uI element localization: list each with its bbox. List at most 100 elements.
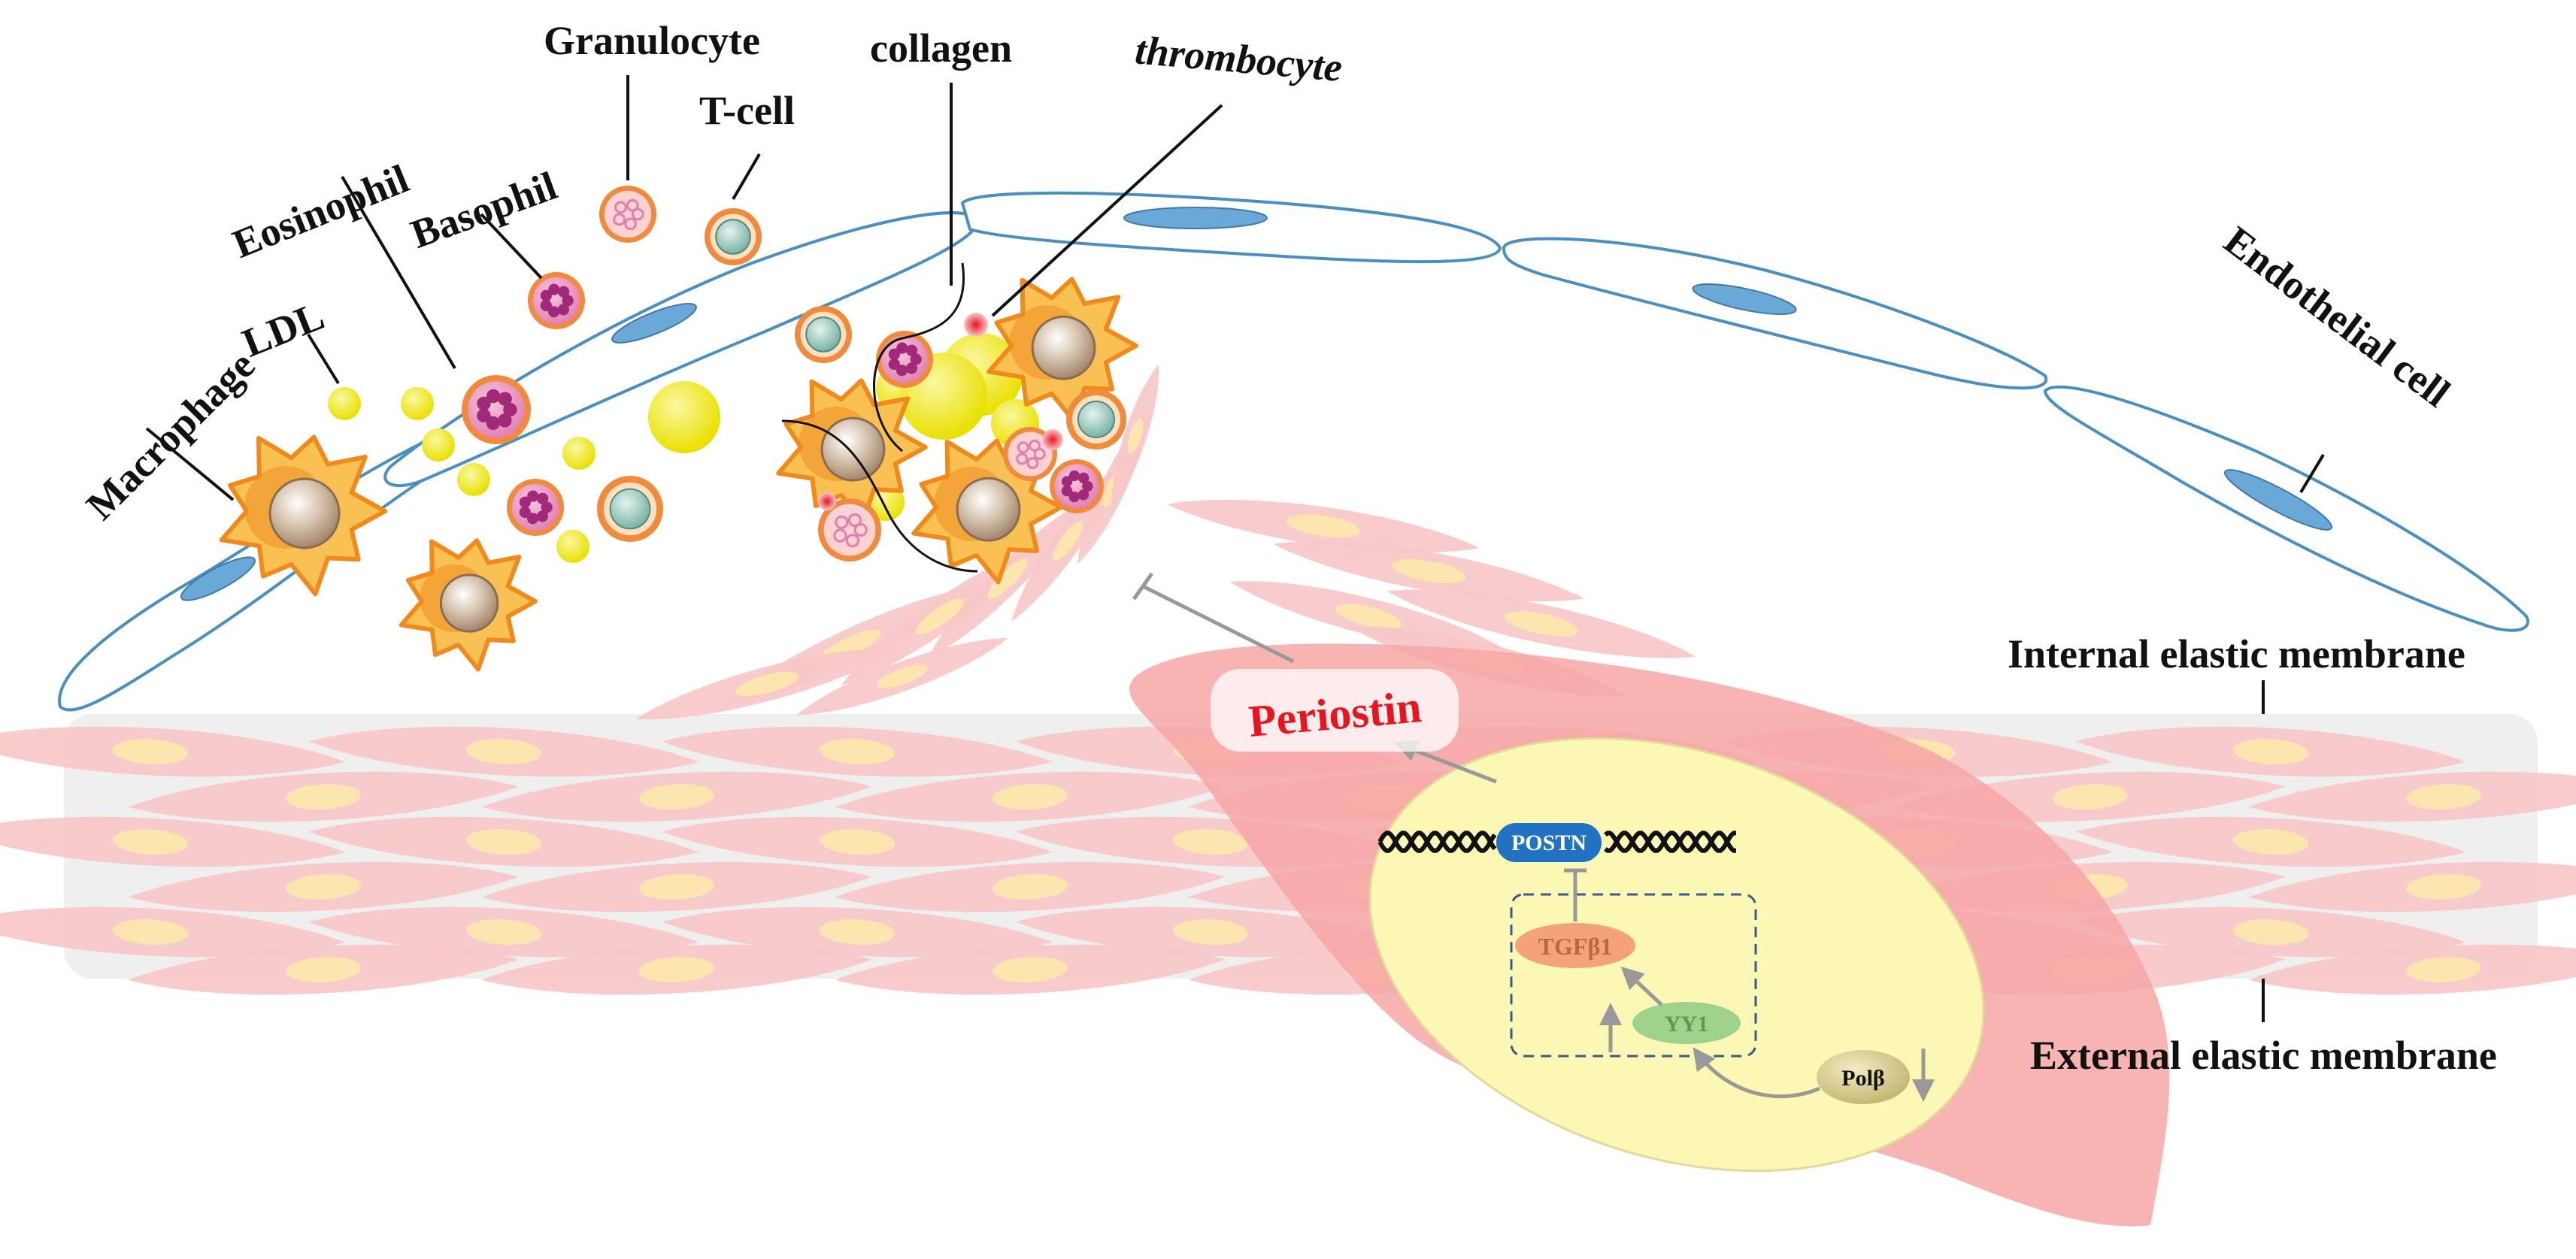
ldl-particle <box>648 381 720 453</box>
endothelial-nucleus <box>611 303 697 344</box>
polb-to-yy1-arrow <box>1693 1047 1821 1099</box>
smooth-muscle-cell <box>2248 861 2576 912</box>
granule <box>1077 489 1089 501</box>
thrombocyte-cell <box>818 492 836 510</box>
granulocyte-label: Granulocyte <box>544 18 760 63</box>
smooth-muscle-nucleus <box>466 919 541 945</box>
granule <box>541 501 553 513</box>
smooth-muscle-nucleus <box>286 784 361 810</box>
smooth-muscle-nucleus <box>639 874 714 900</box>
tgfb1-label: TGFβ1 <box>1538 933 1613 960</box>
eosinophil-cell <box>462 375 531 444</box>
macrophage-nucleus <box>439 574 499 633</box>
granulocyte-cell-cytoplasm <box>1008 431 1053 477</box>
granule <box>1033 448 1046 460</box>
smooth-muscle-nucleus <box>2233 739 2308 764</box>
smooth-muscle-nucleus <box>1286 514 1361 538</box>
smooth-muscle-cell <box>308 816 699 867</box>
endothelial-cell-2 <box>383 211 980 488</box>
granule <box>477 396 491 411</box>
granule <box>562 295 574 307</box>
smooth-muscle-cell <box>0 726 346 777</box>
smooth-muscle-cell <box>2248 944 2576 995</box>
smooth-muscle-cell <box>128 861 519 912</box>
macrophage-cell <box>986 277 1138 423</box>
smooth-muscle-cell <box>662 816 1053 867</box>
smooth-muscle-nucleus <box>113 829 188 855</box>
granule <box>548 283 560 295</box>
ldl-particle <box>328 387 361 420</box>
yy1-to-tgfb1-arrow <box>1620 966 1663 1006</box>
granule <box>833 528 847 543</box>
smooth-muscle-nucleus <box>286 957 361 982</box>
granule <box>557 304 570 316</box>
endothelial-nucleus <box>2224 469 2332 531</box>
granule <box>498 413 512 428</box>
smooth-muscle-cell <box>308 906 699 958</box>
smooth-muscle-nucleus <box>113 919 188 945</box>
smooth-muscle-nucleus <box>876 664 929 689</box>
granule <box>1061 476 1073 487</box>
endothelial-cell-label: Endothelial cell <box>2216 217 2458 416</box>
smooth-muscle-cell <box>0 816 346 867</box>
macrophage-cell <box>911 438 1063 585</box>
smooth-muscle-cell <box>662 906 1053 958</box>
t-cell <box>597 476 663 542</box>
smooth-muscle-nucleus <box>820 739 895 764</box>
smooth-muscle-cell <box>2075 726 2466 777</box>
yy1-label: YY1 <box>1665 1012 1708 1037</box>
smooth-muscle-cell <box>636 648 898 720</box>
smooth-muscle-nucleus <box>2406 784 2481 810</box>
granule <box>536 510 549 522</box>
thrombocyte-cell <box>964 313 988 337</box>
thrombocyte-pointer <box>991 104 1223 317</box>
granulocyte-cell-cytoplasm <box>823 504 876 556</box>
collagen-fiber <box>781 419 978 573</box>
thrombocyte-cell <box>1042 429 1063 450</box>
granule <box>626 198 639 212</box>
smooth-muscle-cell <box>1111 364 1159 508</box>
smooth-muscle-nucleus <box>2233 829 2308 855</box>
smooth-muscle-nucleus <box>639 957 714 982</box>
granule <box>477 408 491 423</box>
smooth-muscle-cell <box>0 906 346 958</box>
granule <box>835 515 849 529</box>
smooth-muscle-nucleus <box>1391 559 1466 583</box>
ldl-particle <box>556 530 589 563</box>
pointer-lines <box>145 75 2325 1022</box>
smooth-muscle-nucleus <box>2406 957 2481 982</box>
endothelial-cell-pointer <box>2299 453 2325 494</box>
granule <box>1028 439 1041 452</box>
smooth-muscle-nucleus <box>993 784 1068 810</box>
smooth-muscle-nucleus <box>993 957 1068 982</box>
regulation-box <box>1510 893 1757 1058</box>
endothelial-nuclei <box>180 207 2332 601</box>
dna-strand <box>1377 831 1736 853</box>
smooth-muscle-cell <box>481 944 872 995</box>
t-cell-nucleus <box>715 219 751 255</box>
t-cell <box>795 306 852 363</box>
ldl-particle <box>422 428 455 462</box>
basophil-cell <box>528 272 585 329</box>
smooth-muscle-cell <box>2248 771 2576 822</box>
granule <box>624 217 637 231</box>
smooth-muscle-nucleus <box>1173 919 1248 945</box>
smooth-muscle-cell <box>662 726 1053 777</box>
t-cell-nucleus <box>609 488 651 530</box>
smooth-muscle-nucleus <box>466 829 541 855</box>
ldl-particle <box>457 463 490 496</box>
smooth-muscle-cell <box>481 771 872 822</box>
smooth-muscle-nucleus <box>2233 919 2308 945</box>
t-cell-nucleus <box>805 316 841 353</box>
smooth-muscle-nucleus <box>1335 604 1402 629</box>
granule <box>1068 491 1080 503</box>
granule <box>888 358 900 371</box>
smooth-muscle-nucleus <box>2053 784 2128 810</box>
collagen-label: collagen <box>870 26 1012 71</box>
granule <box>537 492 549 504</box>
external-elastic-membrane-label: External elastic membrane <box>2030 1033 2497 1078</box>
t-cell <box>705 208 762 265</box>
granulocyte-cell-cytoplasm <box>604 190 652 238</box>
granule <box>519 496 531 508</box>
